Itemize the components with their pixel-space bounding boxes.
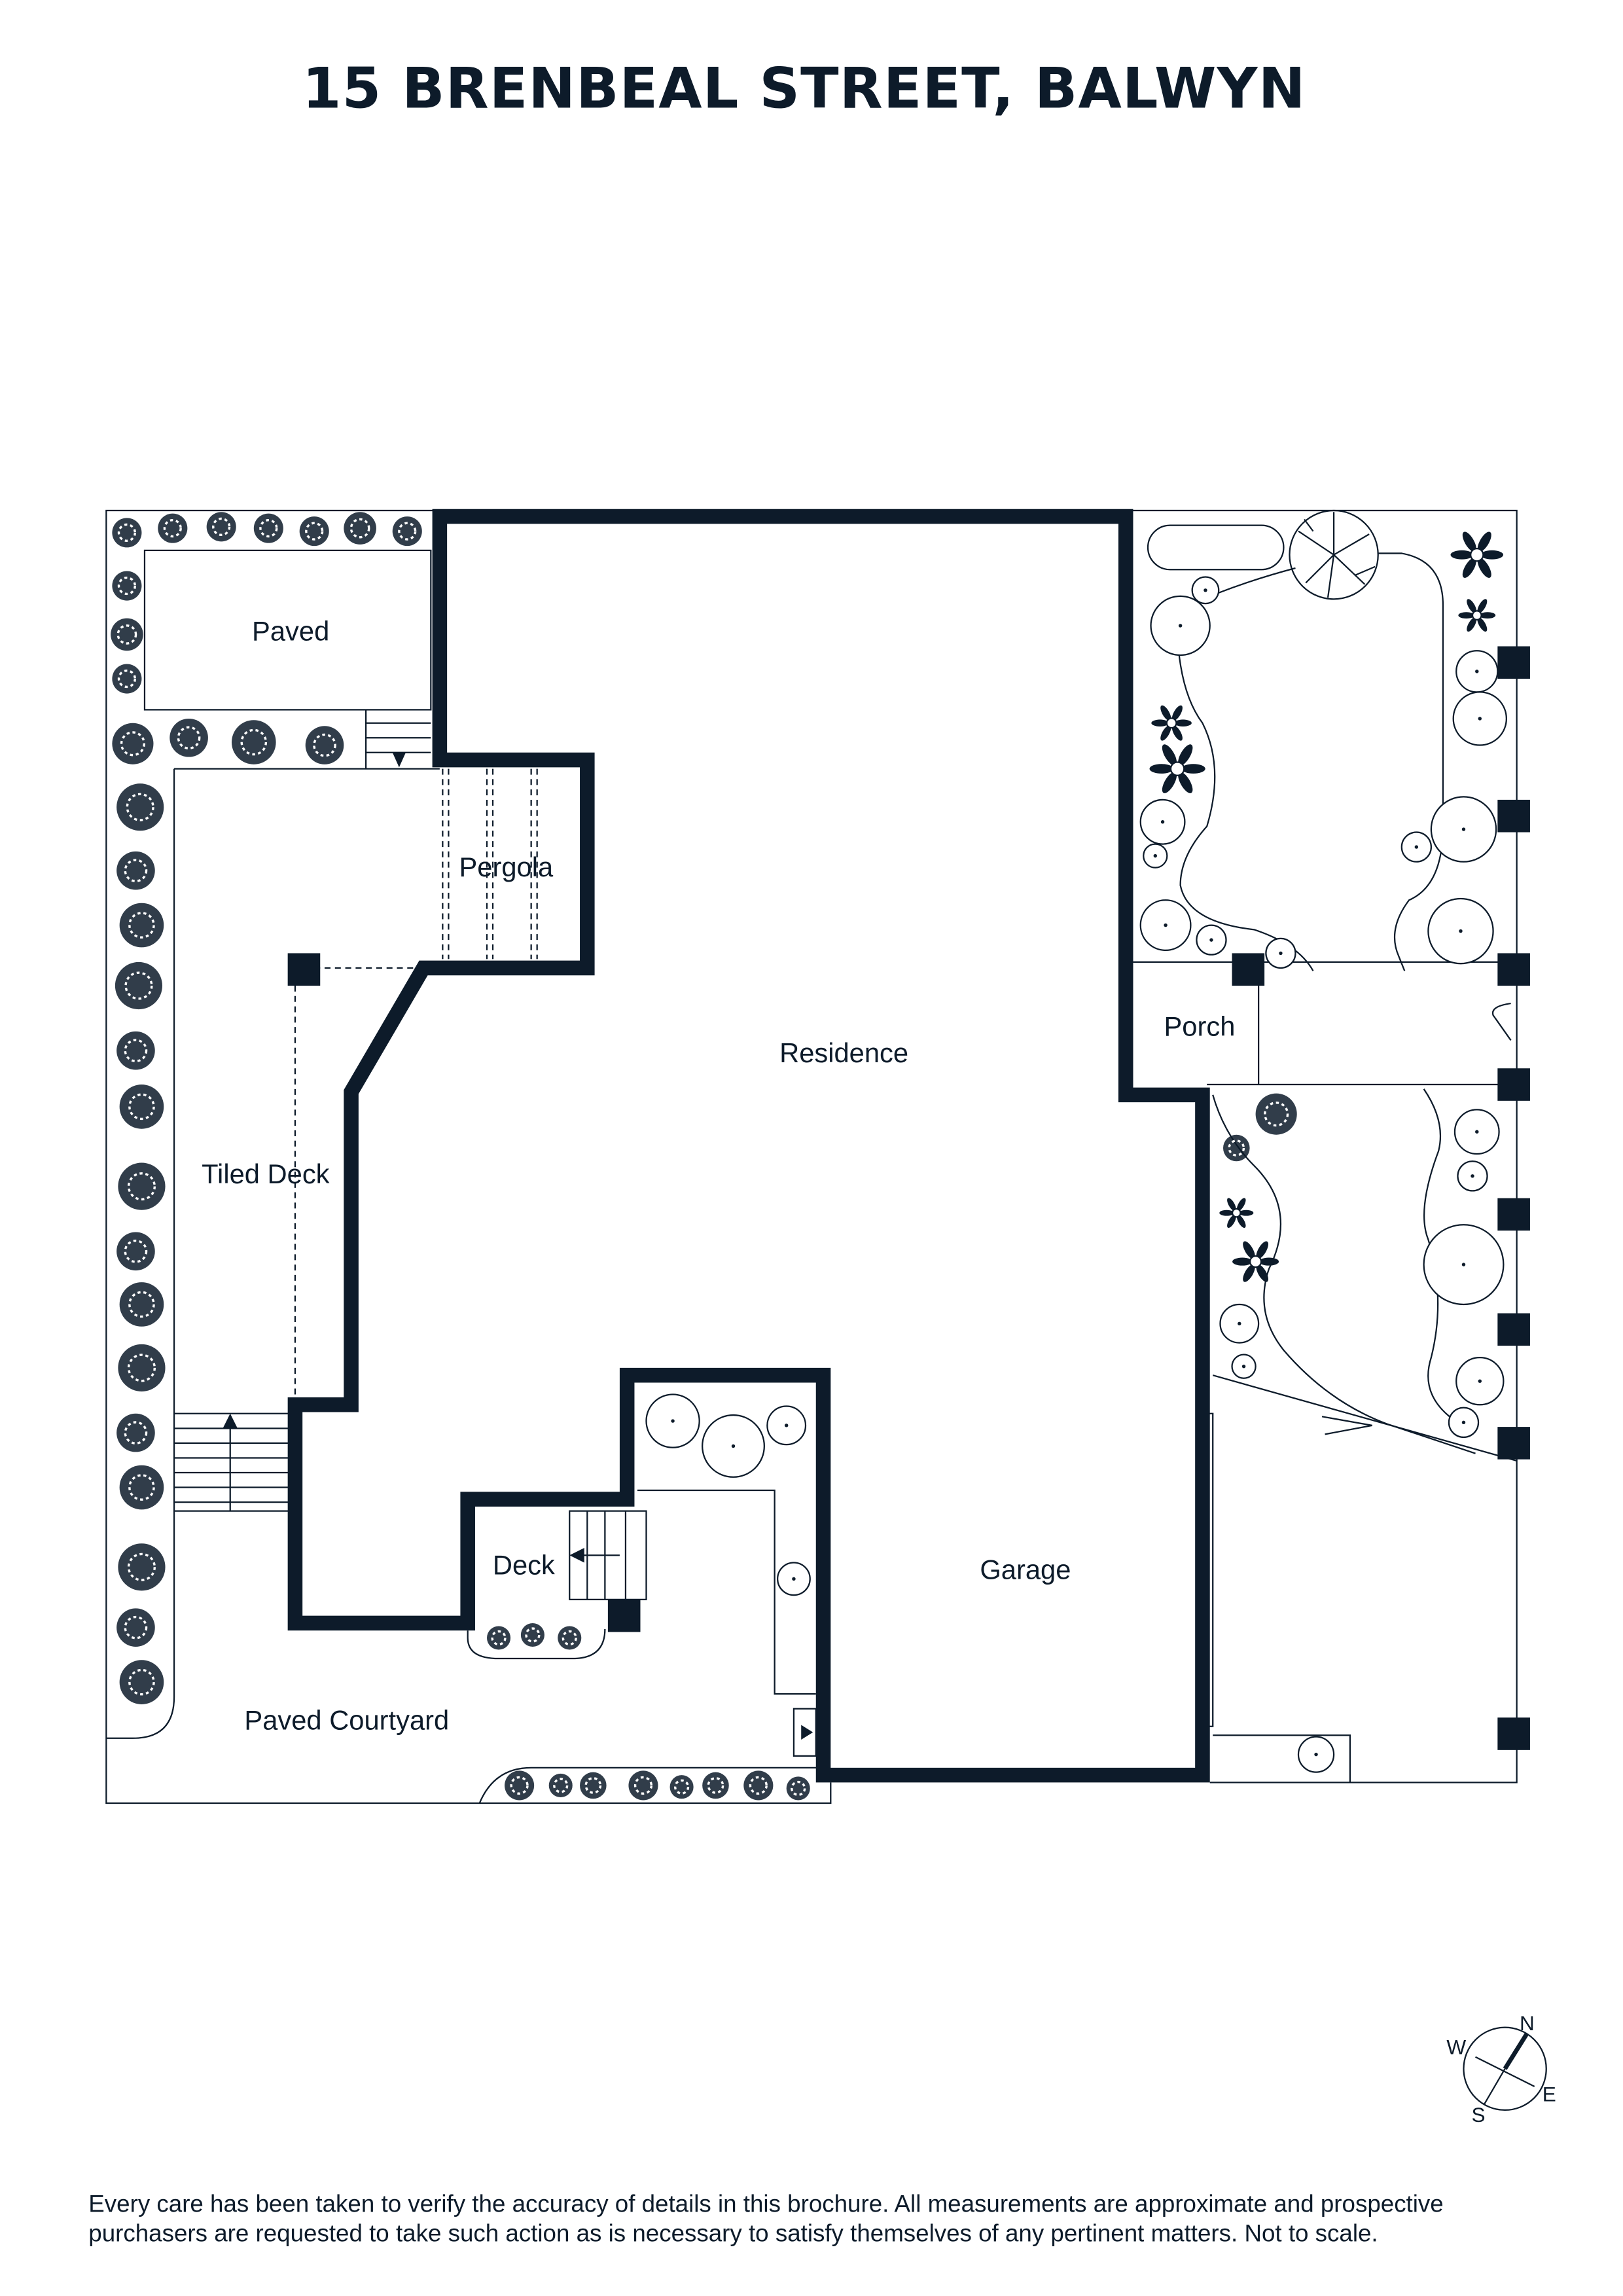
shrub-icon	[628, 1770, 658, 1801]
flower-icon	[1450, 531, 1504, 578]
shrub-icon	[505, 1770, 535, 1801]
shrub-icon	[231, 720, 276, 764]
site-boundary	[105, 509, 1518, 1804]
shrub-icon	[116, 851, 155, 890]
shrub-icon	[487, 1626, 511, 1650]
tree-icon	[1452, 691, 1507, 746]
shrub-icon	[305, 726, 344, 764]
shrub-icon	[1255, 1093, 1297, 1135]
room-label-garage: Garage	[980, 1554, 1071, 1585]
shrub-icon	[520, 1623, 544, 1647]
shrub-icon	[702, 1772, 729, 1799]
shrub-icon	[116, 1232, 155, 1271]
room-label-tiled-deck: Tiled Deck	[202, 1158, 330, 1189]
tree-icon	[1196, 924, 1227, 956]
tree-icon	[1423, 1224, 1505, 1306]
room-label-paved: Paved	[252, 615, 329, 646]
shrub-icon	[118, 1344, 166, 1391]
shrub-icon	[116, 1031, 155, 1070]
tree-icon	[1219, 1303, 1260, 1344]
shrub-icon	[206, 512, 236, 542]
tree-icon	[1231, 1354, 1257, 1379]
room-label-deck: Deck	[493, 1550, 555, 1581]
tree-icon	[1455, 650, 1499, 693]
compass-s: S	[1472, 2103, 1486, 2126]
residence-walls	[287, 509, 1210, 1783]
tree-icon	[1139, 798, 1186, 845]
shrub-icon	[119, 1282, 164, 1327]
shrub-icon	[786, 1776, 810, 1801]
shrub-icon	[548, 1773, 573, 1797]
flower-icon	[1232, 1241, 1279, 1282]
shrub-icon	[119, 1660, 164, 1704]
shrub-icon	[118, 1162, 166, 1210]
tree-icon	[1265, 937, 1296, 969]
tree-icon	[1457, 1160, 1488, 1192]
room-label-porch: Porch	[1164, 1011, 1235, 1042]
tree-icon	[1150, 595, 1211, 656]
posts	[287, 646, 1530, 1750]
tree-icon	[1454, 1109, 1500, 1155]
tree-icons	[645, 576, 1507, 1773]
room-label-residence: Residence	[779, 1037, 908, 1068]
tree-icon	[645, 1393, 700, 1448]
shrub-icon	[119, 903, 164, 948]
tree-icon	[1430, 796, 1497, 863]
shrub-icon	[299, 516, 329, 547]
shrub-icon	[169, 718, 208, 757]
shrub-icon	[112, 518, 142, 548]
shrub-icon	[743, 1770, 774, 1801]
shrub-icon	[119, 1085, 164, 1129]
tree-icon	[1191, 576, 1220, 605]
shrub-icon	[253, 513, 283, 543]
shrub-icon	[558, 1626, 582, 1650]
shrub-icon	[669, 1775, 694, 1799]
tree-icon	[1297, 1736, 1335, 1773]
shrub-icon	[116, 1608, 155, 1647]
shrub-icon	[112, 723, 154, 764]
shrub-icon	[116, 783, 164, 831]
shrub-icon	[344, 512, 376, 545]
tree-icon	[702, 1414, 765, 1478]
shrub-icon	[119, 1465, 164, 1510]
shrub-icon	[118, 1543, 166, 1591]
shrub-icon	[116, 1413, 155, 1452]
tree-icon	[1400, 831, 1433, 863]
arrow-icons	[223, 752, 813, 1740]
tree-icon	[766, 1405, 807, 1446]
tree-icon	[1139, 899, 1192, 952]
flower-icons	[1149, 531, 1504, 1282]
compass-e: E	[1543, 2082, 1556, 2106]
shrub-icon	[112, 571, 142, 601]
flower-icon	[1149, 744, 1205, 793]
disclaimer-line-1: Every care has been taken to verify the …	[88, 2190, 1443, 2217]
tree-icon	[777, 1562, 811, 1596]
shrub-icon	[392, 516, 422, 547]
room-label-pergola: Pergola	[459, 852, 554, 882]
compass-n: N	[1520, 2011, 1535, 2035]
flower-icon	[1151, 705, 1192, 741]
compass-icon	[1463, 2026, 1547, 2111]
shrub-icon	[1223, 1134, 1250, 1162]
tree-icon	[1455, 1357, 1505, 1406]
shrub-icon	[112, 664, 142, 694]
flower-icon	[1458, 599, 1496, 632]
shrub-icon	[158, 513, 188, 543]
shrub-icon	[580, 1772, 607, 1799]
flower-icon	[1219, 1198, 1254, 1229]
tree-icon	[1143, 843, 1168, 869]
page-title: 15 BRENBEAL STREET, BALWYN	[302, 56, 1306, 122]
room-label-paved-courtyard: Paved Courtyard	[244, 1704, 449, 1735]
shrub-icon	[111, 618, 143, 651]
compass-w: W	[1446, 2035, 1466, 2058]
feature-tree-icon	[1289, 509, 1379, 600]
tree-icon	[1427, 897, 1494, 965]
tree-icon	[1448, 1407, 1480, 1439]
disclaimer-line-2: purchasers are requested to take such ac…	[88, 2220, 1378, 2247]
shrub-icons	[111, 512, 1297, 1801]
shrub-icon	[115, 961, 163, 1010]
